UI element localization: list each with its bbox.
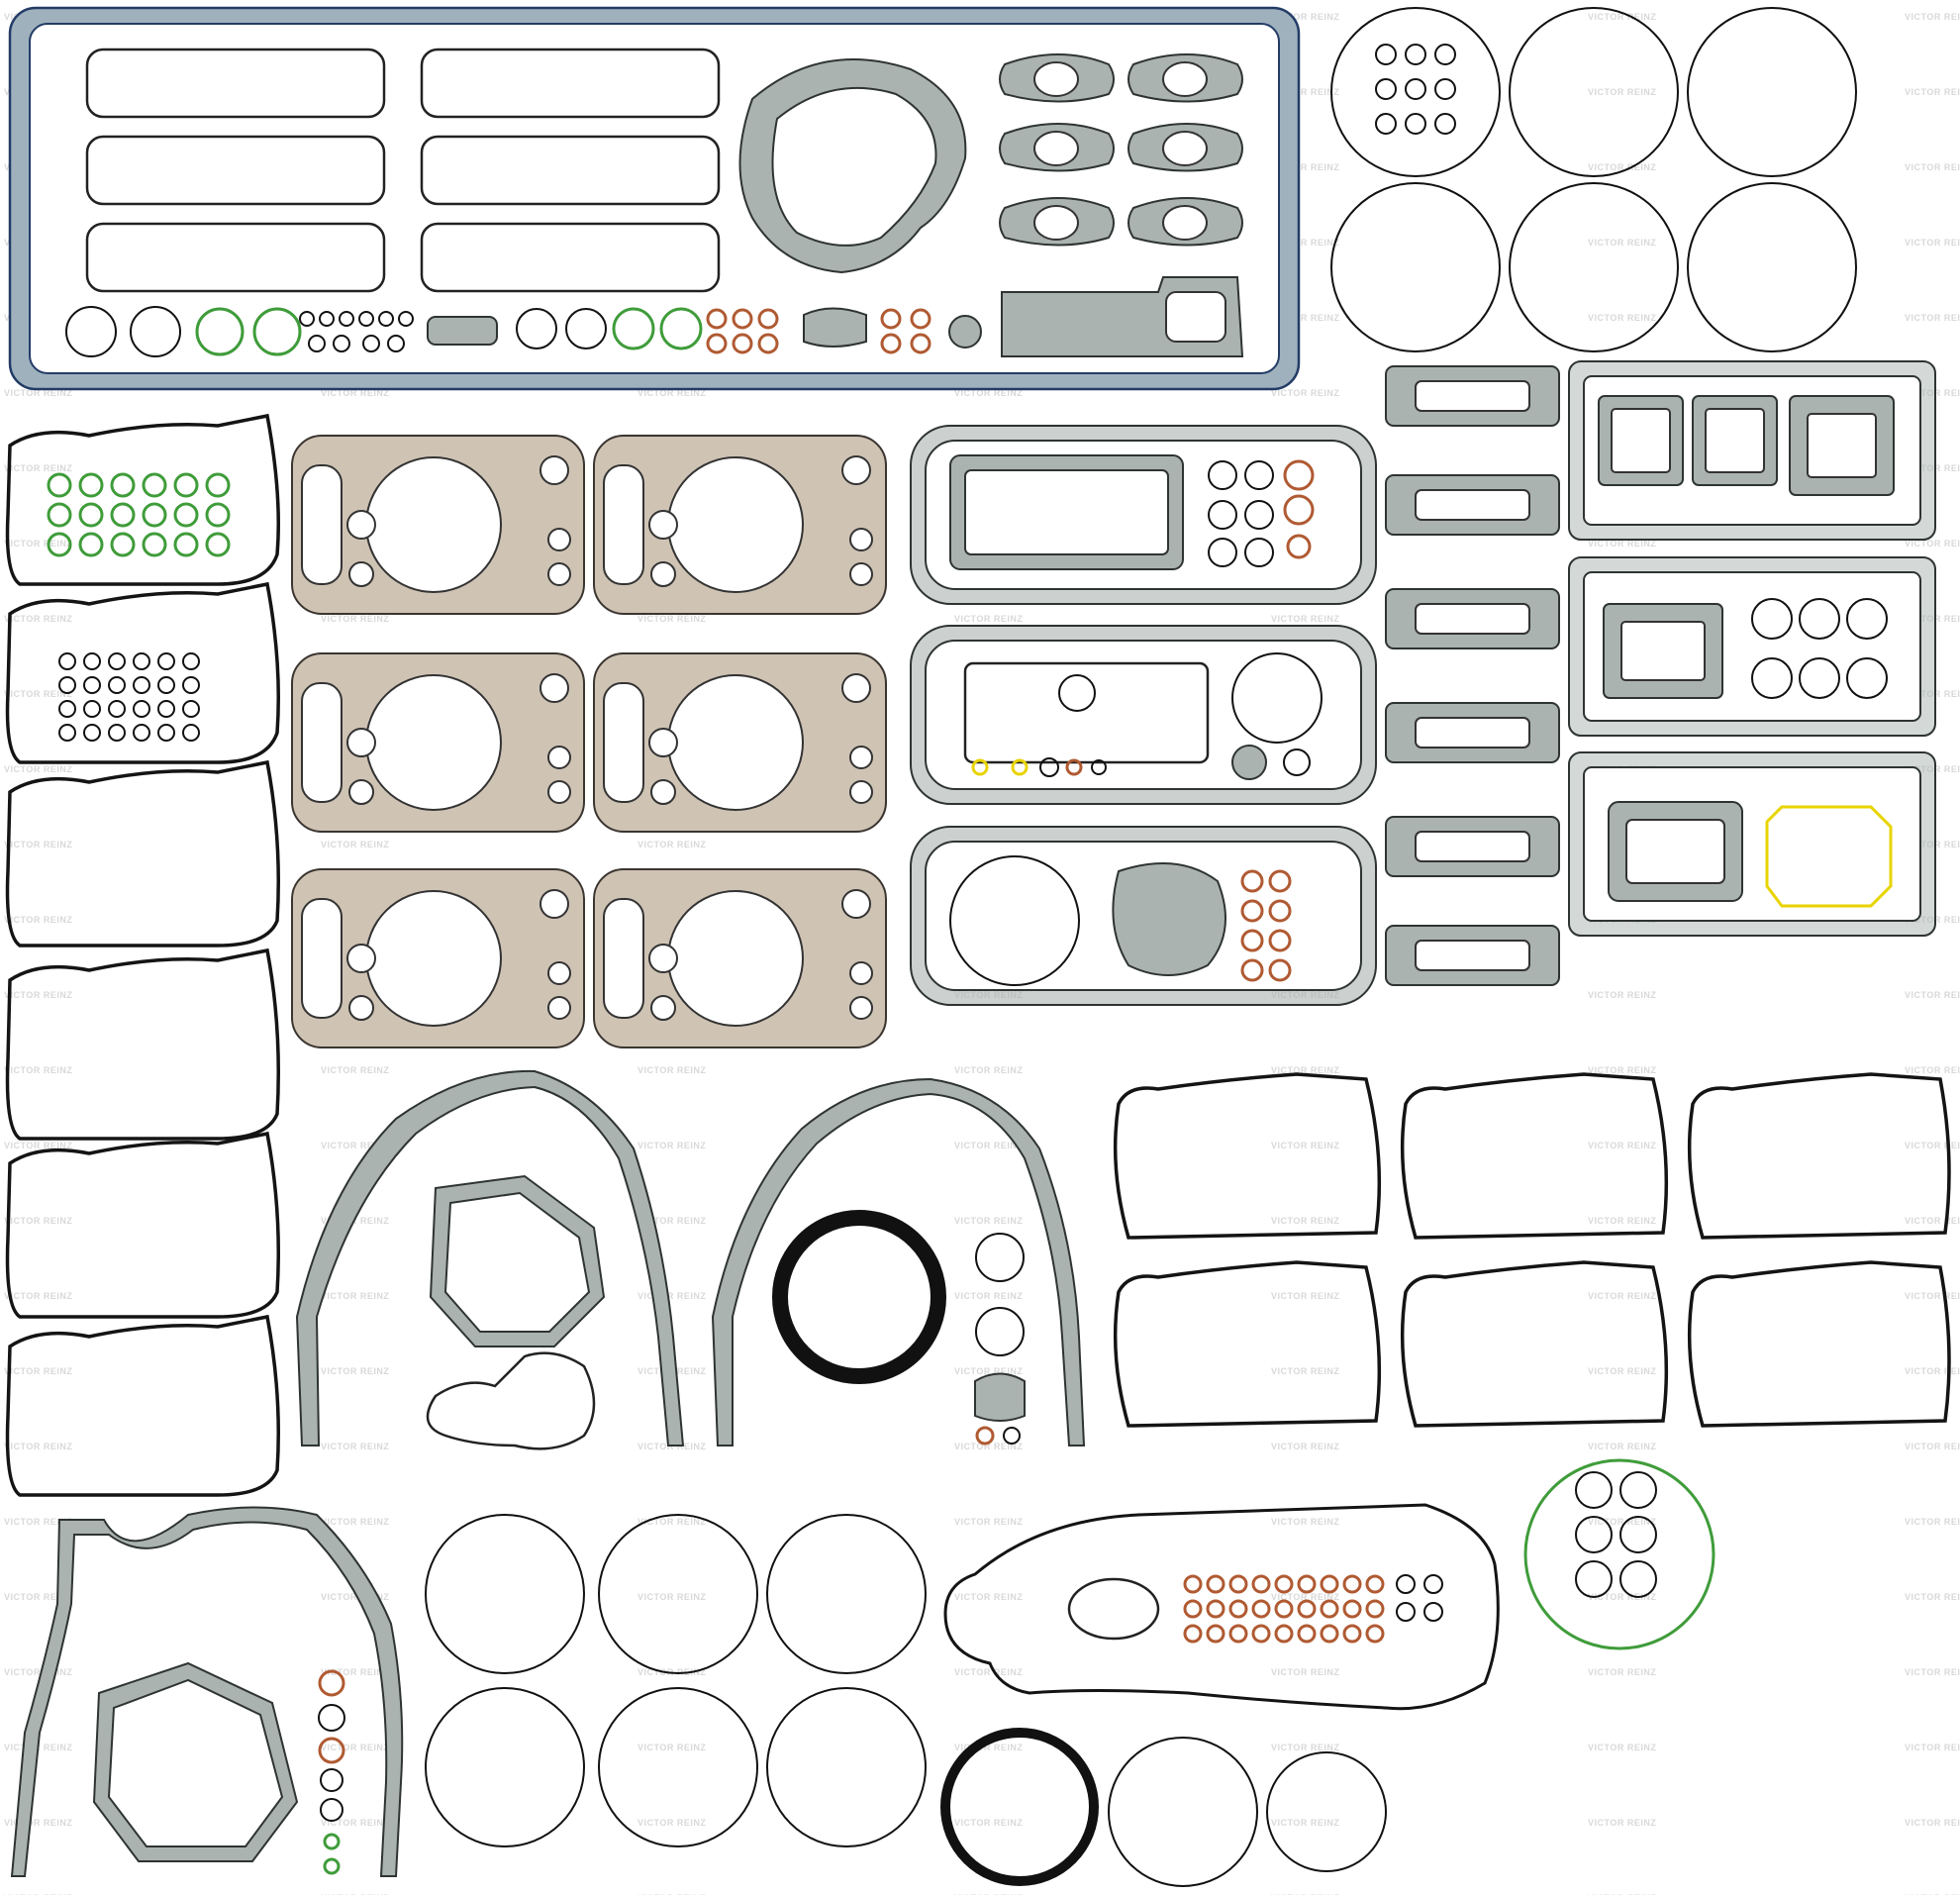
oil-sump-gasket bbox=[943, 1503, 1500, 1711]
kit-panel-1 bbox=[910, 425, 1377, 605]
exhaust-flange-gaskets bbox=[999, 53, 1243, 247]
intake-manifold-gaskets bbox=[1385, 365, 1560, 986]
head-gasket-4 bbox=[593, 652, 887, 833]
cylinder-head-gaskets bbox=[291, 435, 887, 1048]
kit-panel-2 bbox=[910, 625, 1377, 805]
rocker-seals-group bbox=[85, 48, 721, 293]
kit-panel-3 bbox=[910, 826, 1377, 1006]
copper-seals-grid bbox=[1183, 1574, 1443, 1644]
head-gasket-3 bbox=[291, 652, 585, 833]
water-pump-gasket bbox=[738, 58, 967, 274]
timing-cover-gasket-2 bbox=[711, 1077, 1086, 1446]
head-gasket-2 bbox=[593, 435, 887, 615]
head-gasket-1 bbox=[291, 435, 585, 615]
oil-pan-gasket bbox=[8, 6, 1301, 391]
head-gasket-6 bbox=[593, 868, 887, 1048]
right-kit-panels bbox=[1568, 360, 1936, 937]
timing-cover-gasket-1 bbox=[295, 1069, 685, 1450]
liner-o-rings-bottom bbox=[425, 1514, 927, 1847]
rear-crank-seal-kit bbox=[940, 1728, 1387, 1887]
small-rings-row bbox=[65, 306, 982, 357]
valve-cover-gaskets-right bbox=[1113, 1072, 1951, 1428]
head-gasket-5 bbox=[291, 868, 585, 1048]
small-black-orings-grid bbox=[58, 652, 200, 742]
flywheel-housing-gasket bbox=[10, 1506, 404, 1877]
liner-o-rings-top bbox=[1330, 7, 1857, 352]
rocker-cover-gaskets-left bbox=[5, 413, 280, 1497]
crank-seal-front bbox=[772, 1210, 946, 1384]
green-orings-grid bbox=[47, 472, 231, 557]
green-ring-kit bbox=[1523, 1458, 1715, 1650]
